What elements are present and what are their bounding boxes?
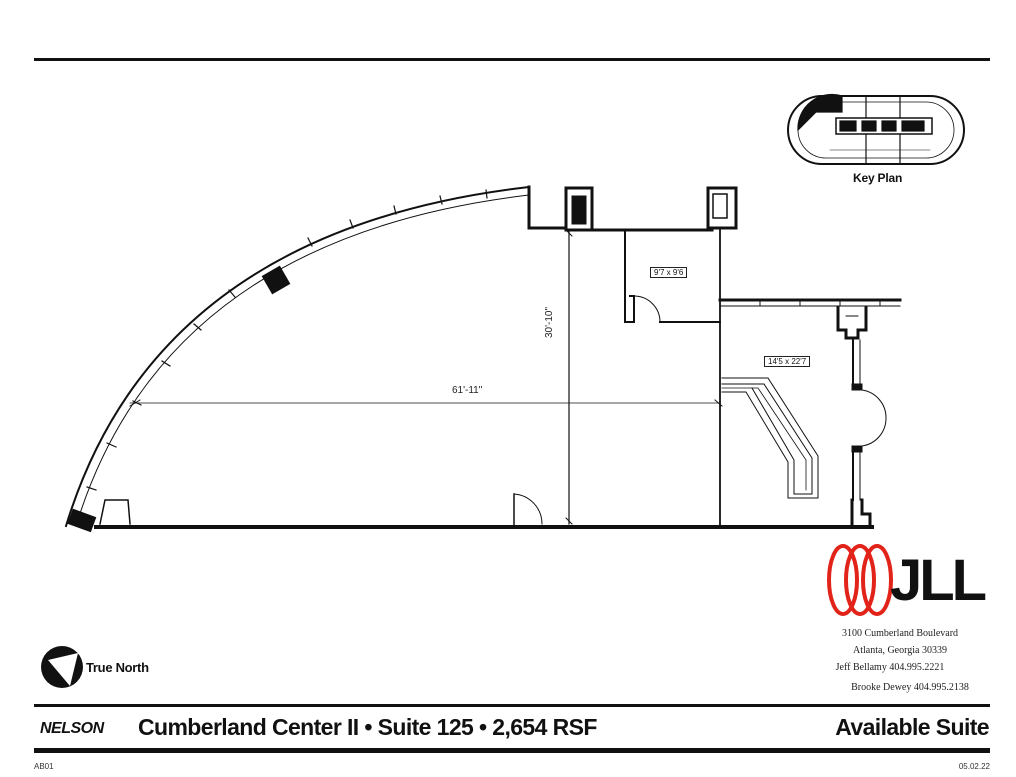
jll-logo-text: JLL [890,548,987,613]
sheet-code: AB01 [34,762,54,771]
true-north-label: True North [86,660,149,675]
address-line2: Atlanta, Georgia 30339 [853,645,947,656]
availability-status: Available Suite [835,714,989,740]
curved-exterior-wall [64,185,531,528]
contact-jeff: Jeff Bellamy 404.995.2221 [835,662,945,673]
depth-dimension: 30'-10" [544,306,555,338]
column [261,265,291,295]
address-line1: 3100 Cumberland Boulevard [841,628,959,639]
width-dimension: 61'-11" [452,385,483,396]
contact-brooke: Brooke Dewey 404.995.2138 [851,682,969,693]
top-rule [34,58,990,61]
column [564,186,594,232]
key-plan-label: Key Plan [853,171,903,185]
key-plan-diagram [787,93,965,165]
suite-title: Cumberland Center II • Suite 125 • 2,654… [138,714,597,740]
sheet-date: 05.02.22 [958,762,990,771]
jll-logo-mark [827,544,893,616]
column [706,186,738,230]
room-label-office: 9'7 x 9'6 [650,267,688,278]
column [67,508,97,533]
reception-counter [721,377,819,499]
room-label-reception: 14'5 x 22'7 [764,356,811,367]
nelson-logo: NELSON [40,720,104,737]
